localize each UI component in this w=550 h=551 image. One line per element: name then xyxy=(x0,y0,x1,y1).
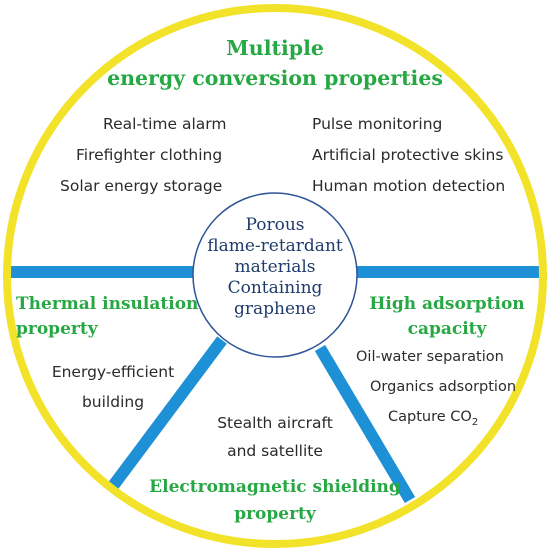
right-section-title: High adsorption capacity xyxy=(352,292,542,342)
center-line: graphene xyxy=(233,299,317,319)
top-right-item: Pulse monitoring xyxy=(312,115,443,133)
title-line: High adsorption xyxy=(369,294,525,314)
list-item: building xyxy=(81,393,145,411)
title-line: property xyxy=(234,504,316,524)
center-line: flame-retardant xyxy=(207,236,343,256)
title-line: Multiple xyxy=(226,36,324,60)
center-line: Porous xyxy=(245,215,305,235)
left-items: Energy-efficient building xyxy=(38,357,188,417)
top-section-title: Multiple energy conversion properties xyxy=(55,33,495,93)
center-circle xyxy=(192,192,358,358)
top-left-item: Solar energy storage xyxy=(60,177,223,195)
top-left-item: Firefighter clothing xyxy=(76,146,223,164)
left-section-title: Thermal insulation property xyxy=(10,292,206,342)
bottom-section-title: Electromagnetic shielding property xyxy=(115,474,435,528)
list-item: and satellite xyxy=(227,442,323,460)
right-item-co2: Capture CO2 xyxy=(388,409,478,428)
list-item: Energy-efficient xyxy=(51,363,175,381)
top-left-item: Real-time alarm xyxy=(103,115,227,133)
spoke-bottom-left xyxy=(105,336,227,494)
title-line: energy conversion properties xyxy=(107,66,443,90)
bottom-items: Stealth aircraft and satellite xyxy=(185,409,365,465)
outer-ring xyxy=(3,4,547,548)
title-line: Thermal insulation xyxy=(16,294,199,314)
center-line: Containing xyxy=(227,278,323,298)
co2-text: Capture CO xyxy=(388,409,472,425)
top-right-item: Artificial protective skins xyxy=(312,146,504,164)
center-line: materials xyxy=(234,257,316,277)
list-item: Stealth aircraft xyxy=(217,414,333,432)
title-line: Electromagnetic shielding xyxy=(149,477,401,497)
co2-subscript: 2 xyxy=(471,416,479,428)
top-right-item: Human motion detection xyxy=(312,177,506,195)
right-item: Oil-water separation xyxy=(356,349,504,365)
right-item: Organics adsorption xyxy=(370,379,517,395)
title-line: capacity xyxy=(407,319,487,339)
spoke-bottom-right xyxy=(314,344,416,504)
title-line: property xyxy=(16,319,98,339)
center-label: Porous flame-retardant materials Contain… xyxy=(195,215,355,320)
